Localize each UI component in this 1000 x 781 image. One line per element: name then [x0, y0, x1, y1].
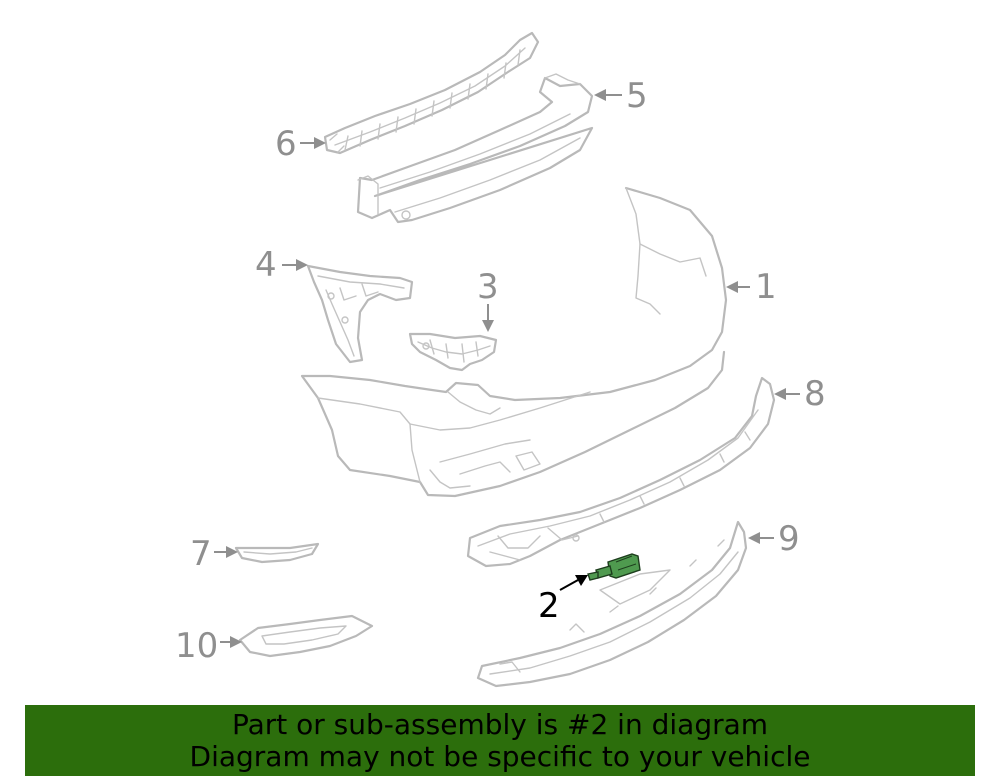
callout-1: 1	[726, 267, 777, 307]
part-4-upper-bracket	[306, 264, 414, 364]
callout-8: 8	[774, 374, 826, 414]
parts-diagram: 1 3 4 5 6 7 8 9 10	[175, 31, 826, 688]
part-2-sensor-wiring	[587, 553, 641, 581]
svg-text:5: 5	[626, 76, 648, 116]
part-3-side-bracket	[408, 332, 498, 372]
svg-text:6: 6	[275, 124, 297, 164]
callout-3: 3	[477, 267, 499, 332]
callout-7: 7	[190, 534, 238, 574]
part-7-upper-trim-strip	[234, 542, 320, 564]
svg-text:7: 7	[190, 534, 212, 574]
svg-text:9: 9	[778, 519, 800, 559]
banner-line-disclaimer: Diagram may not be specific to your vehi…	[189, 739, 811, 773]
callout-6: 6	[275, 124, 326, 164]
svg-text:4: 4	[255, 245, 277, 285]
svg-text:10: 10	[175, 626, 218, 666]
info-banner: Part or sub-assembly is #2 in diagram Di…	[25, 705, 975, 776]
part-1-bumper-cover	[300, 186, 728, 498]
banner-line-part-info: Part or sub-assembly is #2 in diagram	[231, 707, 769, 741]
part-5-reinforcement-beam	[356, 73, 594, 224]
svg-text:2: 2	[538, 586, 560, 626]
callout-9: 9	[748, 519, 800, 559]
callout-4: 4	[255, 245, 308, 285]
svg-text:8: 8	[804, 374, 826, 414]
svg-text:1: 1	[755, 267, 777, 307]
part-9-lower-spoiler	[476, 520, 748, 688]
part-8-lower-valance	[466, 376, 776, 568]
part-10-reflector-trim	[238, 614, 374, 658]
callout-5: 5	[594, 76, 648, 116]
part-6-energy-absorber	[323, 31, 540, 155]
svg-text:3: 3	[477, 267, 499, 307]
callout-10: 10	[175, 626, 242, 666]
callout-2: 2	[538, 575, 588, 626]
